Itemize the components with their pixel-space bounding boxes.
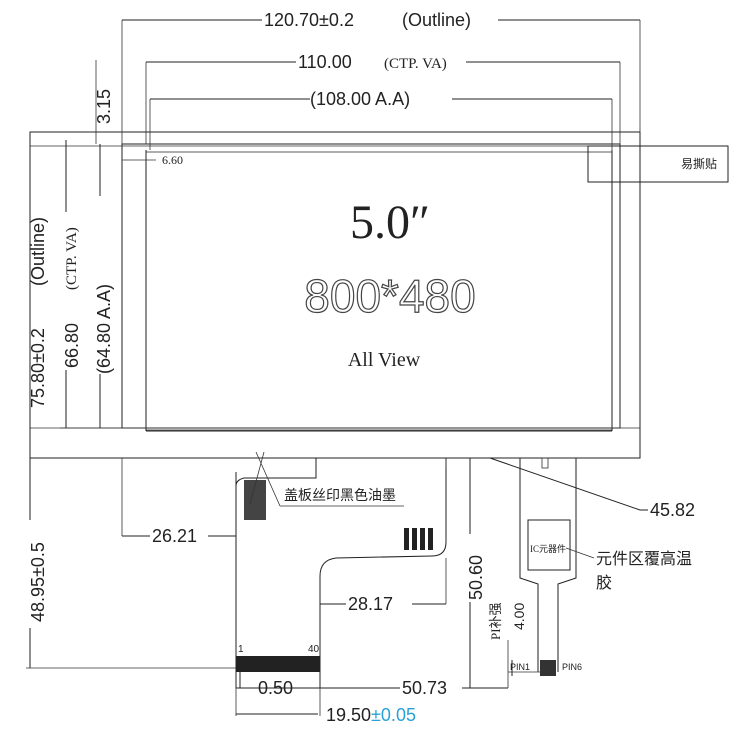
dim-pin-span: 50.73 [320,678,508,698]
dim-ctp-va-height: 66.80 (CTP. VA) [60,140,122,429]
fpc-length-value: 48.95±0.5 [28,542,48,622]
pi-stiffener-label: PI补强 [488,602,503,640]
dim-top-offset: 3.15 [94,60,114,144]
easy-tear-tab: 易撕贴 [587,145,729,183]
component-area-line2: 胶 [596,574,612,592]
display-size: 5.0″ [350,196,430,249]
dim-right-offset: 45.82 [445,457,695,520]
dim-fpc-width: 19.50±0.05 [235,688,416,725]
pin-span-value: 50.73 [402,678,447,698]
tail-length-value: 50.60 [466,555,486,600]
component-area-note: 元件区覆高温 胶 [565,547,692,592]
right-offset-value: 45.82 [650,500,695,520]
outline-frame [29,131,641,459]
dim-aa-width: (108.00 A.A) [149,89,613,150]
top-offset-value: 3.15 [94,89,114,124]
ctp-va-width-value: 110.00 [298,52,352,72]
dim-tail-length: 50.60 [466,458,486,688]
dim-ctp-va-width: 110.00 (CTP. VA) [145,52,621,144]
aa-frame [145,150,613,432]
outline-height-value: 75.80±0.2 [28,328,48,408]
display-resolution: 800*480 [304,270,475,322]
dim-pi-stiffener: PI补强 4.00 PIN1 PIN6 [488,602,582,688]
pin-pads [540,660,556,676]
gold-fingers [236,656,320,672]
dim-left-offset: 6.60 [122,153,183,167]
ic-component [527,519,571,571]
outline-height-label: (Outline) [28,217,48,286]
aa-width-value: (108.00 A.A) [310,89,410,109]
dim-fpc-left-offset: 26.21 [121,458,236,546]
fpc-width-value: 19.50±0.05 [326,705,416,725]
ctp-va-height-value: 66.80 [62,323,82,368]
ctp-fpc: IC元器件 [519,457,577,676]
cover-ink-label: 盖板丝印黑色油墨 [284,487,396,504]
dim-aa-height: (64.80 A.A) [94,144,114,428]
pin6-label: PIN6 [562,662,582,672]
ic-label: IC元器件 [530,543,566,554]
outline-width-label: (Outline) [402,10,471,30]
dim-fpc-length: 48.95±0.5 [26,458,238,669]
ctp-va-height-label: (CTP. VA) [64,227,80,290]
pin1-label: PIN1 [510,662,530,672]
fpc-mid-offset-value: 28.17 [348,594,393,614]
fpc-left-offset-value: 26.21 [152,526,197,546]
left-offset-value: 6.60 [162,153,183,167]
test-pads [404,528,433,550]
dim-outline-width: 120.70±0.2 (Outline) [121,10,641,144]
pin-pitch-value: 0.50 [258,678,293,698]
cover-ink-note: 盖板丝印黑色油墨 [249,451,404,507]
pin-last-label: 40 [308,644,320,655]
main-fpc: 1 40 [235,458,447,689]
view-angle-label: All View [348,349,421,371]
pi-stiffener-value: 4.00 [511,603,527,630]
dim-pin-pitch: 0.50 [239,670,293,698]
aa-height-value: (64.80 A.A) [94,284,114,374]
outline-width-value: 120.70±0.2 [264,10,354,30]
dim-outline-height: 75.80±0.2 (Outline) [28,132,48,458]
pin-first-label: 1 [238,644,244,655]
ink-patch [244,480,266,520]
easy-tear-label: 易撕贴 [681,157,717,171]
dim-fpc-mid-offset: 28.17 [320,558,447,614]
ctp-va-width-label: (CTP. VA) [384,56,447,72]
component-area-line1: 元件区覆高温 [596,550,692,568]
